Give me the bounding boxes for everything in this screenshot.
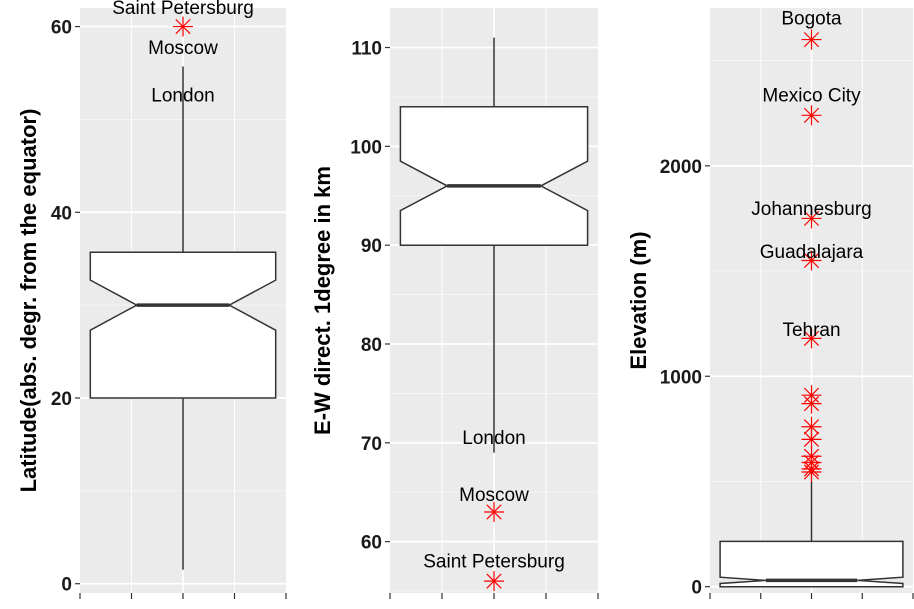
y-tick-label: 20 [51,389,72,410]
annotation-label: Tehran [782,320,840,341]
outlier-stroke [803,330,820,347]
annotation-label: Moscow [148,38,218,59]
panel-1: 0 20 40 60 Saint PetersburgMoscowLondonLatit… [16,0,287,599]
notched-box [399,106,589,246]
annotation-label: Johannesburg [751,199,871,220]
y-tick-label: 40 [51,203,72,224]
outlier-point [801,105,822,126]
outlier-point [801,393,822,414]
outlier-point [484,501,504,522]
outlier-stroke [803,31,820,48]
outlier-stroke [803,107,820,123]
y-axis-title: Elevation (m) [626,231,651,369]
outlier-point [801,208,822,229]
outlier-stroke [803,395,820,412]
outlier-stroke [803,210,820,227]
outlier-point [801,250,822,271]
y-tick-label: 2000 [660,157,702,178]
outlier-point [801,462,822,483]
y-axis-title: E-W direct. 1degree in km [310,166,335,435]
y-tick-label: 0 [691,578,702,599]
outlier-stroke [803,431,820,448]
outlier-stroke [803,419,820,435]
outlier-stroke [486,573,502,589]
y-tick-label: 1000 [660,367,702,388]
y-tick-label: 100 [350,137,382,158]
outlier-stroke [803,252,820,269]
annotation-label: Mexico City [762,85,861,106]
annotation-label: Moscow [459,485,529,506]
annotation-label: Guadalajara [760,242,864,263]
y-tick-label: 60 [51,18,72,39]
outlier-point [173,16,193,37]
y-tick-label: 60 [361,533,382,554]
notched-box [89,251,277,399]
outlier-stroke [486,504,502,520]
y-tick-label: 110 [351,39,382,60]
annotation-label: Bogota [781,9,842,30]
annotation-label: Saint Petersburg [112,0,254,19]
y-tick-label: 90 [361,236,382,257]
annotation-label: Saint Petersburg [423,551,565,572]
y-axis-title: Latitude(abs. degr. from the equator) [16,109,41,493]
y-tick-label: 70 [361,434,382,455]
outlier-point [484,571,504,592]
notched-box [719,540,904,588]
outlier-point [801,29,822,50]
outlier-point [801,328,822,349]
annotation-label: London [151,85,214,106]
outlier-point [801,429,822,450]
annotation-label: London [462,428,525,449]
y-tick-label: 0 [61,575,72,596]
y-tick-label: 80 [361,335,382,356]
outlier-stroke [803,464,820,480]
outlier-stroke [175,18,191,35]
